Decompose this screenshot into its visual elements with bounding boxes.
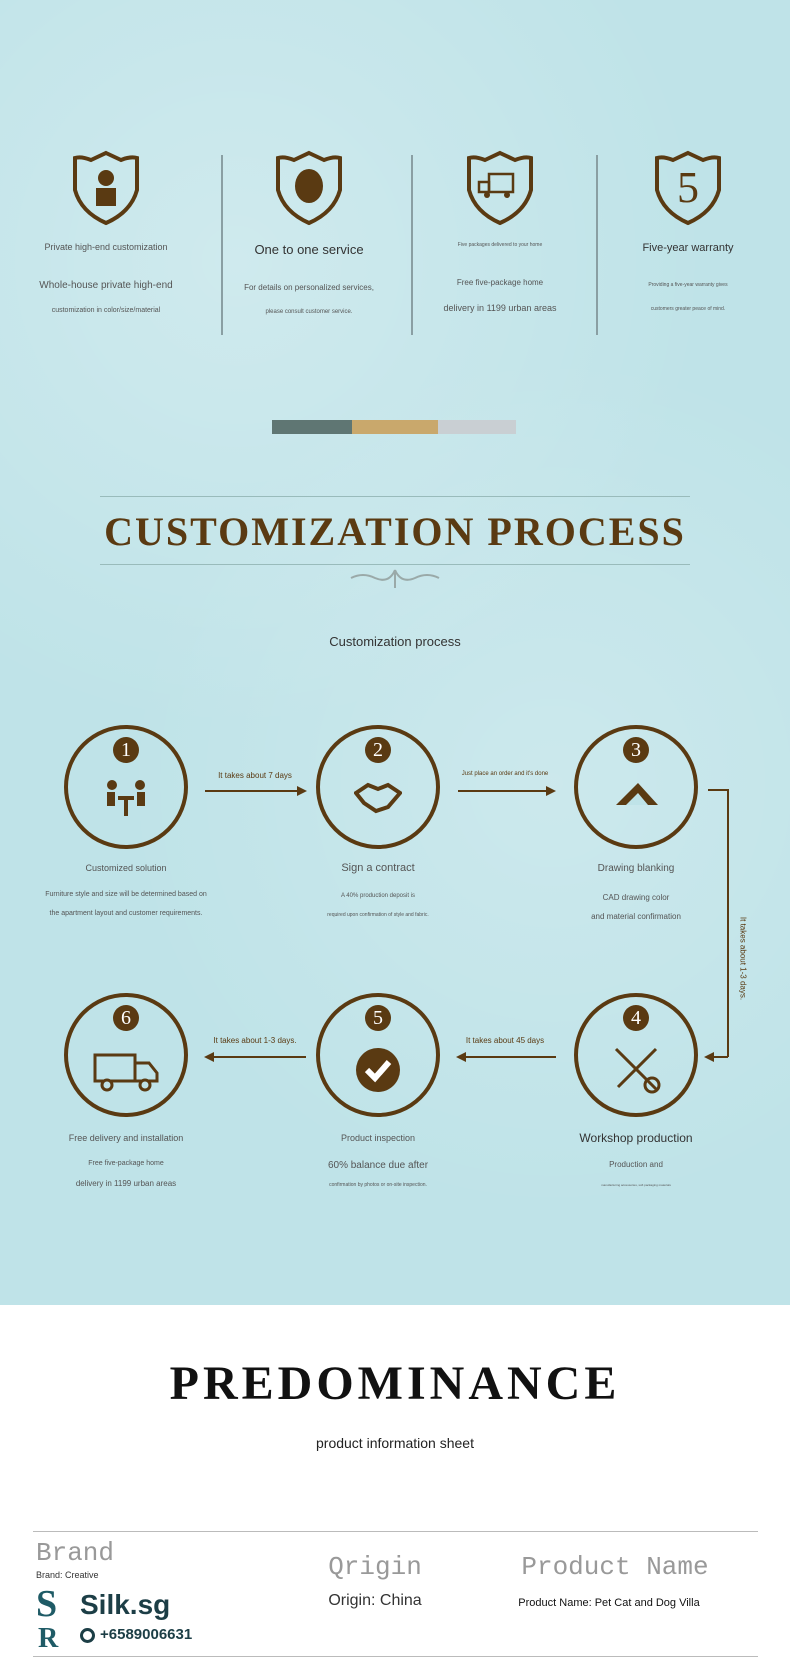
feature-title: One to one service	[254, 242, 364, 257]
arrow-label: It takes about 1-3 days.	[738, 916, 748, 1001]
feature-customization: Private high-end customization Whole-hou…	[11, 150, 201, 314]
feature-delivery: Five packages delivered to your home Fre…	[405, 150, 595, 313]
arrow-label: It takes about 7 days	[218, 771, 292, 780]
feature-service: One to one service For details on person…	[214, 150, 404, 315]
step-5-circle: 5	[316, 993, 440, 1117]
step-title: Product inspection	[340, 1133, 416, 1143]
logo-phone: +6589006631	[100, 1626, 193, 1643]
feature-text: delivery in 1199 urban areas	[443, 303, 557, 313]
step-number: 4	[623, 1005, 649, 1031]
feature-text: Free five-package home	[456, 278, 544, 287]
product-name-header: Product Name	[521, 1552, 709, 1582]
step-title: Drawing blanking	[597, 863, 675, 874]
divider	[411, 155, 413, 335]
product-name-value: Product Name: Pet Cat and Dog Villa	[518, 1597, 700, 1609]
origin-header: Qrigin	[328, 1552, 422, 1582]
step-number: 5	[365, 1005, 391, 1031]
step-text: delivery in 1199 urban areas	[75, 1179, 177, 1188]
logo-r-letter: R	[38, 1623, 59, 1654]
technician-shield-icon	[73, 150, 139, 226]
step-number: 6	[113, 1005, 139, 1031]
color-swatch-dark	[272, 420, 352, 434]
step-text: CAD drawing color	[602, 893, 670, 902]
meeting-icon	[107, 780, 145, 816]
step-title: Free delivery and installation	[68, 1133, 184, 1143]
ornament-icon	[350, 569, 440, 588]
arrow-label: Just place an order and it's done	[461, 771, 549, 777]
arrow-3-4	[704, 1052, 728, 1062]
divider	[596, 155, 598, 335]
step-text: required upon confirmation of style and …	[327, 912, 429, 918]
brand-value: Brand: Creative	[36, 1570, 99, 1580]
step-number: 1	[113, 737, 139, 763]
feature-title: Five packages delivered to your home	[457, 242, 543, 248]
section-title: CUSTOMIZATION PROCESS	[104, 509, 686, 554]
five-shield-icon: 5	[655, 150, 721, 226]
step-4-circle: 4	[574, 993, 698, 1117]
service-shield-icon	[276, 150, 342, 226]
step-number: 3	[623, 737, 649, 763]
connector	[708, 789, 728, 791]
divider	[100, 564, 690, 565]
step-text: Furniture style and size will be determi…	[45, 891, 207, 898]
step-text: and material confirmation	[591, 912, 681, 921]
step-6-circle: 6	[64, 993, 188, 1117]
brand-header: Brand	[36, 1538, 115, 1568]
drafting-icon	[616, 783, 658, 805]
feature-text: Whole-house private high-end	[39, 280, 173, 291]
origin-value: Origin: China	[328, 1592, 422, 1609]
truck-icon	[93, 1053, 159, 1092]
feature-text: For details on personalized services,	[244, 283, 374, 292]
divider	[33, 1656, 758, 1657]
arrow-2-3	[458, 786, 556, 796]
feature-text: customers greater peace of mind.	[650, 306, 726, 312]
step-2-circle: 2	[316, 725, 440, 849]
step-text: confirmation by photos or on-site inspec…	[329, 1182, 427, 1188]
feature-title: Private high-end customization	[44, 242, 168, 252]
logo-text: Silk.sg	[80, 1589, 171, 1620]
divider	[221, 155, 223, 335]
arrow-5-6	[204, 1052, 306, 1062]
process-subtitle: Customization process	[329, 634, 461, 649]
divider	[33, 1531, 758, 1532]
feature-text: please consult customer service.	[265, 309, 353, 315]
predominance-subtitle: product information sheet	[316, 1435, 474, 1451]
step-3-circle: 3	[574, 725, 698, 849]
svg-text:5: 5	[677, 163, 699, 212]
arrow-label: It takes about 45 days	[465, 1036, 545, 1045]
step-text: the apartment layout and customer requir…	[49, 910, 203, 917]
connector	[727, 789, 729, 1057]
tools-icon	[614, 1047, 661, 1094]
step-text: 60% balance due after	[327, 1160, 429, 1171]
handshake-icon	[354, 782, 402, 814]
feature-text: customization in color/size/material	[51, 307, 161, 314]
truck-shield-icon	[467, 150, 533, 226]
divider	[100, 496, 690, 497]
color-swatch-gray	[438, 420, 516, 434]
predominance-title: PREDOMINANCE	[169, 1357, 621, 1410]
step-number: 2	[365, 737, 391, 763]
feature-title: Five-year warranty	[642, 242, 734, 254]
step-text: A 40% production deposit is	[340, 893, 416, 899]
step-1-circle: 1	[64, 725, 188, 849]
step-text: Free five-package home	[88, 1160, 164, 1167]
step-text: Production and	[609, 1160, 663, 1169]
step-title: Customized solution	[85, 863, 167, 873]
check-icon	[356, 1048, 400, 1092]
arrow-1-2	[205, 786, 307, 796]
silk-logo: S R Silk.sg +6589006631	[36, 1585, 236, 1655]
feature-text: Providing a five-year warranty gives	[648, 282, 728, 288]
logo-s-letter: S	[36, 1583, 58, 1625]
step-title: Sign a contract	[341, 862, 415, 874]
whatsapp-icon	[80, 1628, 95, 1643]
step-text: manufacturing accessories, soft packagin…	[601, 1183, 671, 1187]
color-swatch-tan	[352, 420, 438, 434]
arrow-label: It takes about 1-3 days.	[213, 1036, 297, 1045]
arrow-4-5	[456, 1052, 556, 1062]
step-title: Workshop production	[579, 1131, 693, 1145]
feature-warranty: 5 Five-year warranty Providing a five-ye…	[593, 150, 783, 312]
